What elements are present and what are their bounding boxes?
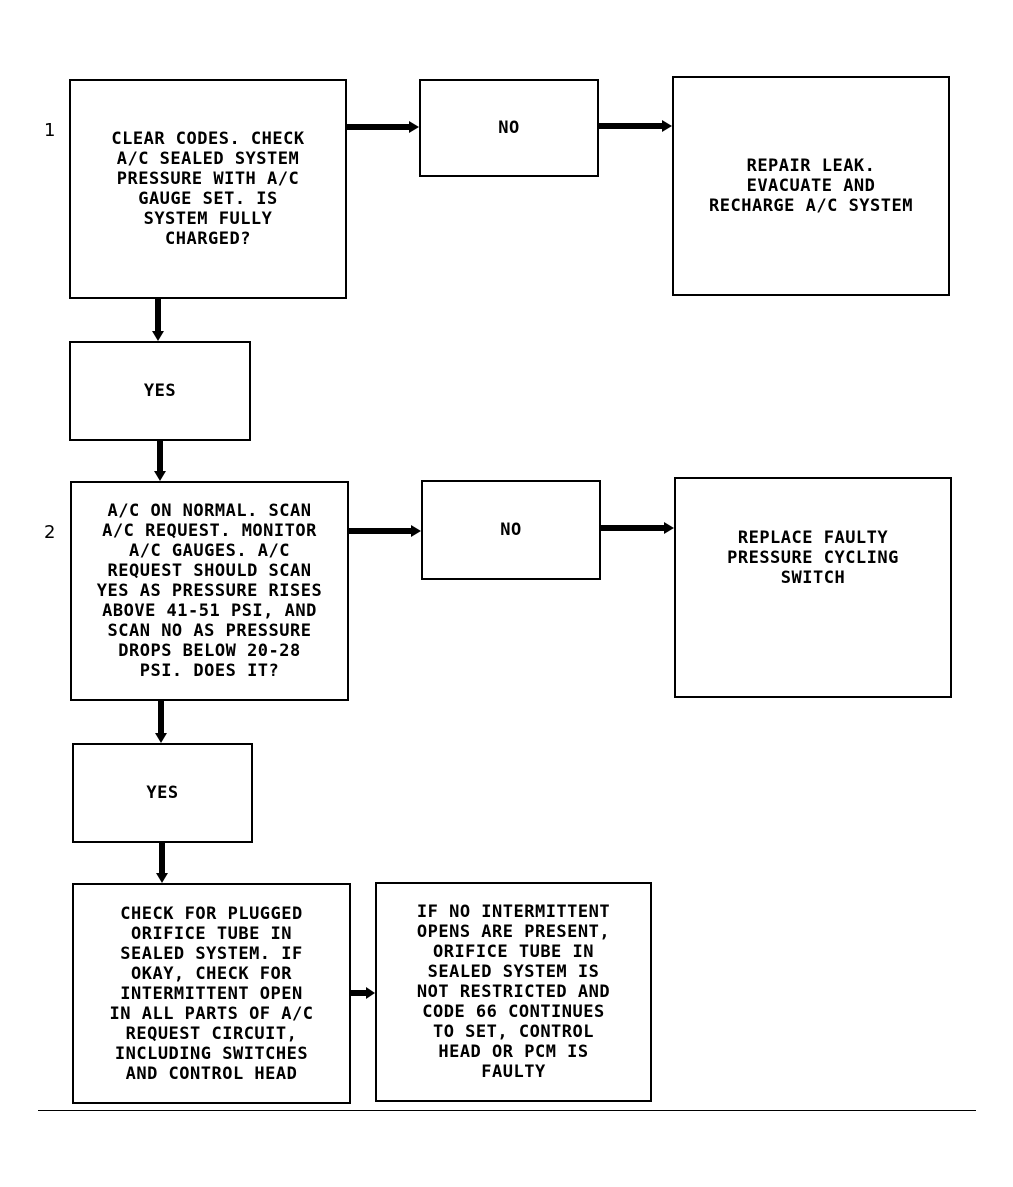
step2-question-text: A/C ON NORMAL. SCAN A/C REQUEST. MONITOR… <box>96 501 323 681</box>
step1-no-action-box: REPAIR LEAK. EVACUATE AND RECHARGE A/C S… <box>672 76 950 296</box>
arrowhead-5 <box>411 525 421 537</box>
step2-no-box: NO <box>421 480 601 580</box>
arrowhead-9 <box>366 987 375 999</box>
bottom-divider <box>38 1110 976 1111</box>
step1-question-text: CLEAR CODES. CHECK A/C SEALED SYSTEM PRE… <box>111 129 305 249</box>
arrowhead-1 <box>409 121 419 133</box>
arrowhead-6 <box>664 522 674 534</box>
step2-no-action-text: REPLACE FAULTY PRESSURE CYCLING SWITCH <box>727 527 899 588</box>
step3-check-text: CHECK FOR PLUGGED ORIFICE TUBE IN SEALED… <box>109 903 314 1084</box>
step2-no-label: NO <box>500 520 522 540</box>
arrowhead-7 <box>155 733 167 743</box>
step3-result-text: IF NO INTERMITTENT OPENS ARE PRESENT, OR… <box>416 902 611 1082</box>
step-number-2: 2 <box>44 522 56 543</box>
step1-no-box: NO <box>419 79 599 177</box>
step1-no-label: NO <box>498 118 520 138</box>
arrowhead-4 <box>154 471 166 481</box>
step1-yes-label: YES <box>143 381 177 401</box>
step1-question-box: CLEAR CODES. CHECK A/C SEALED SYSTEM PRE… <box>69 79 347 299</box>
step1-no-action-text: REPAIR LEAK. EVACUATE AND RECHARGE A/C S… <box>709 156 913 216</box>
arrowhead-8 <box>156 873 168 883</box>
step2-yes-box: YES <box>72 743 253 843</box>
step2-question-box: A/C ON NORMAL. SCAN A/C REQUEST. MONITOR… <box>70 481 349 701</box>
step1-yes-box: YES <box>69 341 251 441</box>
step2-no-action-box: REPLACE FAULTY PRESSURE CYCLING SWITCH <box>674 477 952 698</box>
step2-yes-label: YES <box>146 783 179 803</box>
step3-check-box: CHECK FOR PLUGGED ORIFICE TUBE IN SEALED… <box>72 883 351 1104</box>
arrowhead-2 <box>662 120 672 132</box>
arrowhead-3 <box>152 331 164 341</box>
step3-result-box: IF NO INTERMITTENT OPENS ARE PRESENT, OR… <box>375 882 652 1102</box>
step-number-1: 1 <box>44 120 56 141</box>
